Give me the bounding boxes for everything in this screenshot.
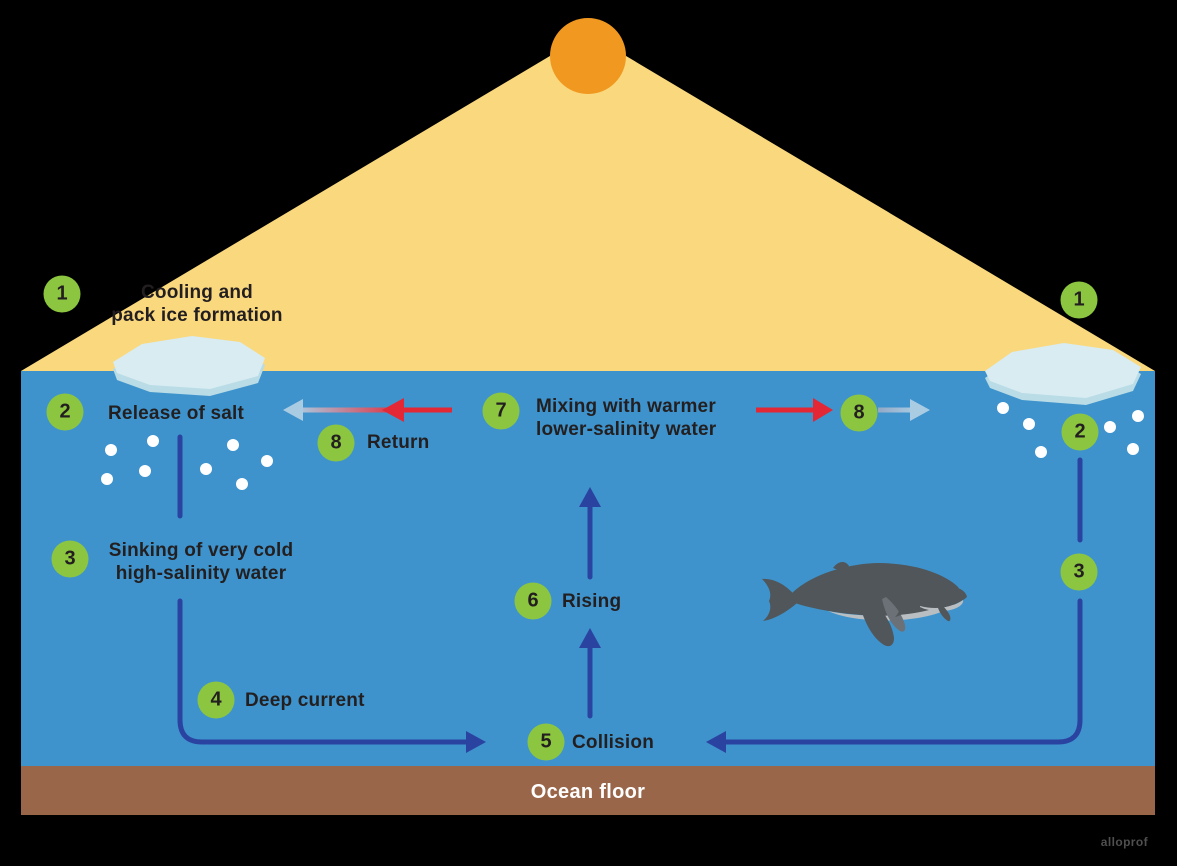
step-number: 4 bbox=[210, 688, 222, 711]
return-arrowhead-left-red bbox=[382, 398, 404, 422]
step-badge-7: 7 bbox=[482, 392, 520, 430]
label-mixing-line1: Mixing with warmer bbox=[536, 396, 716, 417]
whale-adult-belly bbox=[828, 593, 959, 621]
step-badge-1-right: 1 bbox=[1060, 281, 1098, 319]
step-number: 5 bbox=[540, 730, 552, 753]
whale-calf-body bbox=[911, 586, 967, 609]
deep-current-arrow-left bbox=[177, 598, 473, 745]
whale-adult-pectoral-fin bbox=[858, 595, 894, 647]
return-arrowhead-left-pale bbox=[283, 399, 303, 421]
label-collision: Collision bbox=[572, 731, 654, 754]
sun-icon bbox=[550, 18, 626, 94]
ice-floe-right-top bbox=[985, 343, 1141, 398]
whale-calf-fluke bbox=[895, 590, 916, 617]
step-number: 6 bbox=[527, 589, 539, 612]
label-mixing-line2: lower-salinity water bbox=[536, 419, 717, 440]
sunlight-cone bbox=[21, 50, 1155, 371]
label-sinking: Sinking of very cold high-salinity water bbox=[95, 539, 307, 585]
label-return: Return bbox=[367, 431, 429, 454]
step-badge-2-right: 2 bbox=[1061, 413, 1099, 451]
step-number: 2 bbox=[1074, 420, 1086, 443]
step-number: 2 bbox=[59, 400, 71, 423]
label-deep-current: Deep current bbox=[245, 689, 365, 712]
ice-floe-right-icon bbox=[985, 343, 1141, 405]
step-badge-1-left: 1 bbox=[43, 275, 81, 313]
label-sinking-line2: high-salinity water bbox=[115, 563, 287, 584]
whale-calf-belly bbox=[920, 600, 964, 612]
whale-adult-dorsal-fin bbox=[833, 562, 849, 571]
label-release-of-salt: Release of salt bbox=[108, 402, 244, 425]
label-text: Return bbox=[367, 432, 430, 453]
label-text: Deep current bbox=[245, 690, 365, 711]
whale-adult-far-fin bbox=[882, 597, 906, 632]
step-badge-2-left: 2 bbox=[46, 393, 84, 431]
deep-current-arrowhead-right bbox=[706, 731, 726, 753]
ice-floe-left-icon bbox=[113, 336, 265, 396]
step-number: 1 bbox=[1073, 288, 1085, 311]
step-number: 3 bbox=[64, 547, 76, 570]
alloprof-watermark: alloprof bbox=[1100, 835, 1148, 849]
label-text: Release of salt bbox=[108, 403, 245, 424]
whale-calf-icon bbox=[895, 586, 967, 622]
step-number: 8 bbox=[853, 401, 865, 424]
label-cooling-line2: pack ice formation bbox=[111, 305, 283, 326]
ice-floe-left-top bbox=[113, 336, 265, 389]
ocean-floor-label: Ocean floor bbox=[530, 781, 646, 803]
ocean-floor-band bbox=[21, 766, 1155, 815]
step-number: 3 bbox=[1073, 560, 1085, 583]
step-badge-4: 4 bbox=[197, 681, 235, 719]
step-badge-3-left: 3 bbox=[51, 540, 89, 578]
rising-arrowhead-upper bbox=[579, 487, 601, 507]
salt-particles-left-icon bbox=[101, 435, 273, 490]
step-badge-8-left: 8 bbox=[317, 424, 355, 462]
step-badge-6: 6 bbox=[514, 582, 552, 620]
step-number: 1 bbox=[56, 282, 68, 305]
circulation-arrows bbox=[177, 434, 1083, 753]
step-badge-8-right: 8 bbox=[840, 394, 878, 432]
deep-current-arrowhead-left bbox=[466, 731, 486, 753]
label-cooling-line1: Cooling and bbox=[141, 282, 253, 303]
label-text: Collision bbox=[572, 732, 655, 753]
step-badge-5: 5 bbox=[527, 723, 565, 761]
label-cooling: Cooling and pack ice formation bbox=[97, 281, 297, 327]
salt-particles-right-icon bbox=[997, 402, 1144, 458]
label-sinking-line1: Sinking of very cold bbox=[108, 540, 294, 561]
whale-calf-pectoral-fin bbox=[937, 604, 951, 622]
step-badge-3-right: 3 bbox=[1060, 553, 1098, 591]
surface-return-arrows bbox=[283, 398, 930, 422]
step-number: 8 bbox=[330, 431, 342, 454]
return-arrowhead-right-red bbox=[813, 398, 833, 422]
rising-arrowhead-lower bbox=[579, 628, 601, 648]
label-mixing: Mixing with warmer lower-salinity water bbox=[536, 395, 716, 441]
label-rising: Rising bbox=[562, 590, 621, 613]
step-number: 7 bbox=[495, 399, 507, 422]
deep-current-arrow-right bbox=[719, 598, 1083, 745]
return-arrowhead-right-pale bbox=[910, 399, 930, 421]
label-text: Rising bbox=[562, 591, 622, 612]
whale-adult-fluke bbox=[762, 578, 797, 621]
